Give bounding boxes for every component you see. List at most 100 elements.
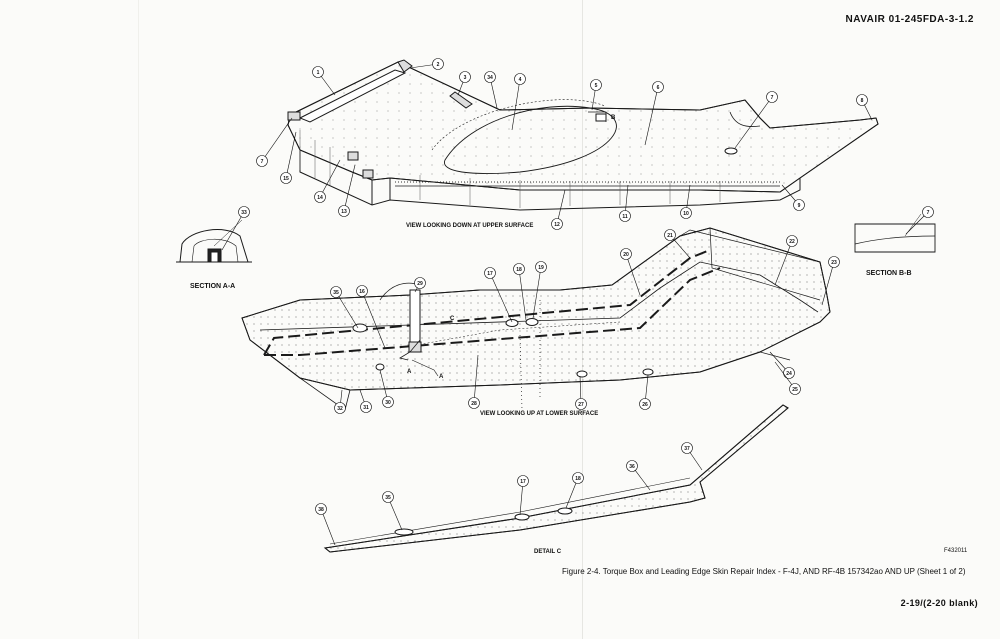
callout-number-19: 19 <box>538 265 544 271</box>
callout-circle <box>338 205 350 217</box>
callout-number-38: 38 <box>318 507 324 513</box>
callout-circle <box>575 398 587 410</box>
callout-leader <box>489 272 513 323</box>
lower-view-title: VIEW LOOKING UP AT LOWER SURFACE <box>480 411 598 417</box>
callout-number-18: 18 <box>516 267 522 273</box>
callout-number-17: 17 <box>487 271 493 277</box>
callout-circle <box>856 94 868 106</box>
callout-leader <box>518 268 527 321</box>
flag-a-left: A <box>407 369 412 375</box>
callout-leader <box>774 240 793 286</box>
upper-view-title: VIEW LOOKING DOWN AT UPPER SURFACE <box>406 223 533 229</box>
callout-circle <box>468 397 480 409</box>
callout-circle <box>517 475 529 487</box>
callout-number-4: 4 <box>519 77 522 83</box>
callout-leader <box>319 159 341 198</box>
callout-number-29: 29 <box>417 281 423 287</box>
callout-leader <box>221 211 245 251</box>
callout-leader <box>734 96 773 149</box>
callout-circle <box>551 218 563 230</box>
callout-circle <box>256 155 268 167</box>
callout-circle <box>786 235 798 247</box>
binding-margin-line <box>138 0 139 639</box>
callout-number-7: 7 <box>771 95 774 101</box>
callout-circle <box>664 229 676 241</box>
callout-number-1: 1 <box>317 70 320 76</box>
callout-leader <box>320 508 336 546</box>
callout-number-11: 11 <box>622 214 628 220</box>
callout-circle <box>382 396 394 408</box>
flag-c: C <box>450 316 455 322</box>
callout-circle <box>312 66 324 78</box>
callout-number-28: 28 <box>471 401 477 407</box>
callout-circle <box>514 73 526 85</box>
callout-circle <box>681 442 693 454</box>
callout-leader <box>361 290 386 349</box>
callout-circle <box>459 71 471 83</box>
sheet-number: 2-19/(2-20 blank) <box>900 598 978 608</box>
callout-number-13: 13 <box>341 209 347 215</box>
callout-number-12: 12 <box>554 222 560 228</box>
callout-number-27: 27 <box>578 402 584 408</box>
callout-leader <box>335 291 359 329</box>
callout-leader <box>343 164 356 212</box>
callout-leader <box>261 117 293 162</box>
callout-circle <box>619 210 631 222</box>
detail-c-drawing <box>323 404 789 553</box>
callout-circle <box>360 401 372 413</box>
callout-number-5: 5 <box>595 83 598 89</box>
callout-number-10: 10 <box>683 211 689 217</box>
callout-circle <box>766 91 778 103</box>
callout-circle <box>356 285 368 297</box>
callout-number-7: 7 <box>927 210 930 216</box>
callout-number-25: 25 <box>792 387 798 393</box>
callout-number-9: 9 <box>798 203 801 209</box>
callout-number-8: 8 <box>861 98 864 104</box>
callout-number-15: 15 <box>283 176 289 182</box>
callout-number-32: 32 <box>337 406 343 412</box>
callout-circle <box>484 267 496 279</box>
callout-number-31: 31 <box>363 405 369 411</box>
callout-circle <box>922 206 934 218</box>
callout-circle <box>334 402 346 414</box>
callout-number-2: 2 <box>437 62 440 68</box>
callout-circle <box>280 172 292 184</box>
callout-number-18: 18 <box>575 476 581 482</box>
callout-number-35: 35 <box>333 290 339 296</box>
section-a-a-drawing <box>176 219 252 263</box>
upper-surface-view <box>287 59 879 211</box>
callout-circle <box>314 191 326 203</box>
callout-circle <box>330 286 342 298</box>
callout-circle <box>639 398 651 410</box>
section-b-b-label: SECTION B-B <box>866 270 912 277</box>
callout-number-34: 34 <box>487 75 493 81</box>
detail-c-label: DETAIL C <box>534 549 562 555</box>
callout-number-6: 6 <box>657 85 660 91</box>
callout-leader <box>387 496 403 531</box>
callout-circle <box>680 207 692 219</box>
callout-leader <box>285 131 297 179</box>
callout-number-37: 37 <box>684 446 690 452</box>
callout-leader <box>473 354 479 404</box>
callout-circle <box>484 71 496 83</box>
figure-caption: Figure 2-4. Torque Box and Leading Edge … <box>562 567 966 576</box>
callout-number-26: 26 <box>642 402 648 408</box>
callout-circle <box>828 256 840 268</box>
lower-surface-view <box>241 227 831 411</box>
callout-number-23: 23 <box>831 260 837 266</box>
callout-leader <box>556 189 566 225</box>
callout-leader <box>532 266 542 319</box>
callout-leader <box>644 86 659 146</box>
callout-number-24: 24 <box>786 371 792 377</box>
callout-circle <box>626 460 638 472</box>
callout-number-17: 17 <box>520 479 526 485</box>
callout-circle <box>590 79 602 91</box>
callout-circle <box>572 472 584 484</box>
callout-number-7: 7 <box>261 159 264 165</box>
callout-leader <box>511 78 521 131</box>
figure-code: F432011 <box>944 548 968 554</box>
callout-circle <box>620 248 632 260</box>
callout-leader <box>821 261 835 306</box>
